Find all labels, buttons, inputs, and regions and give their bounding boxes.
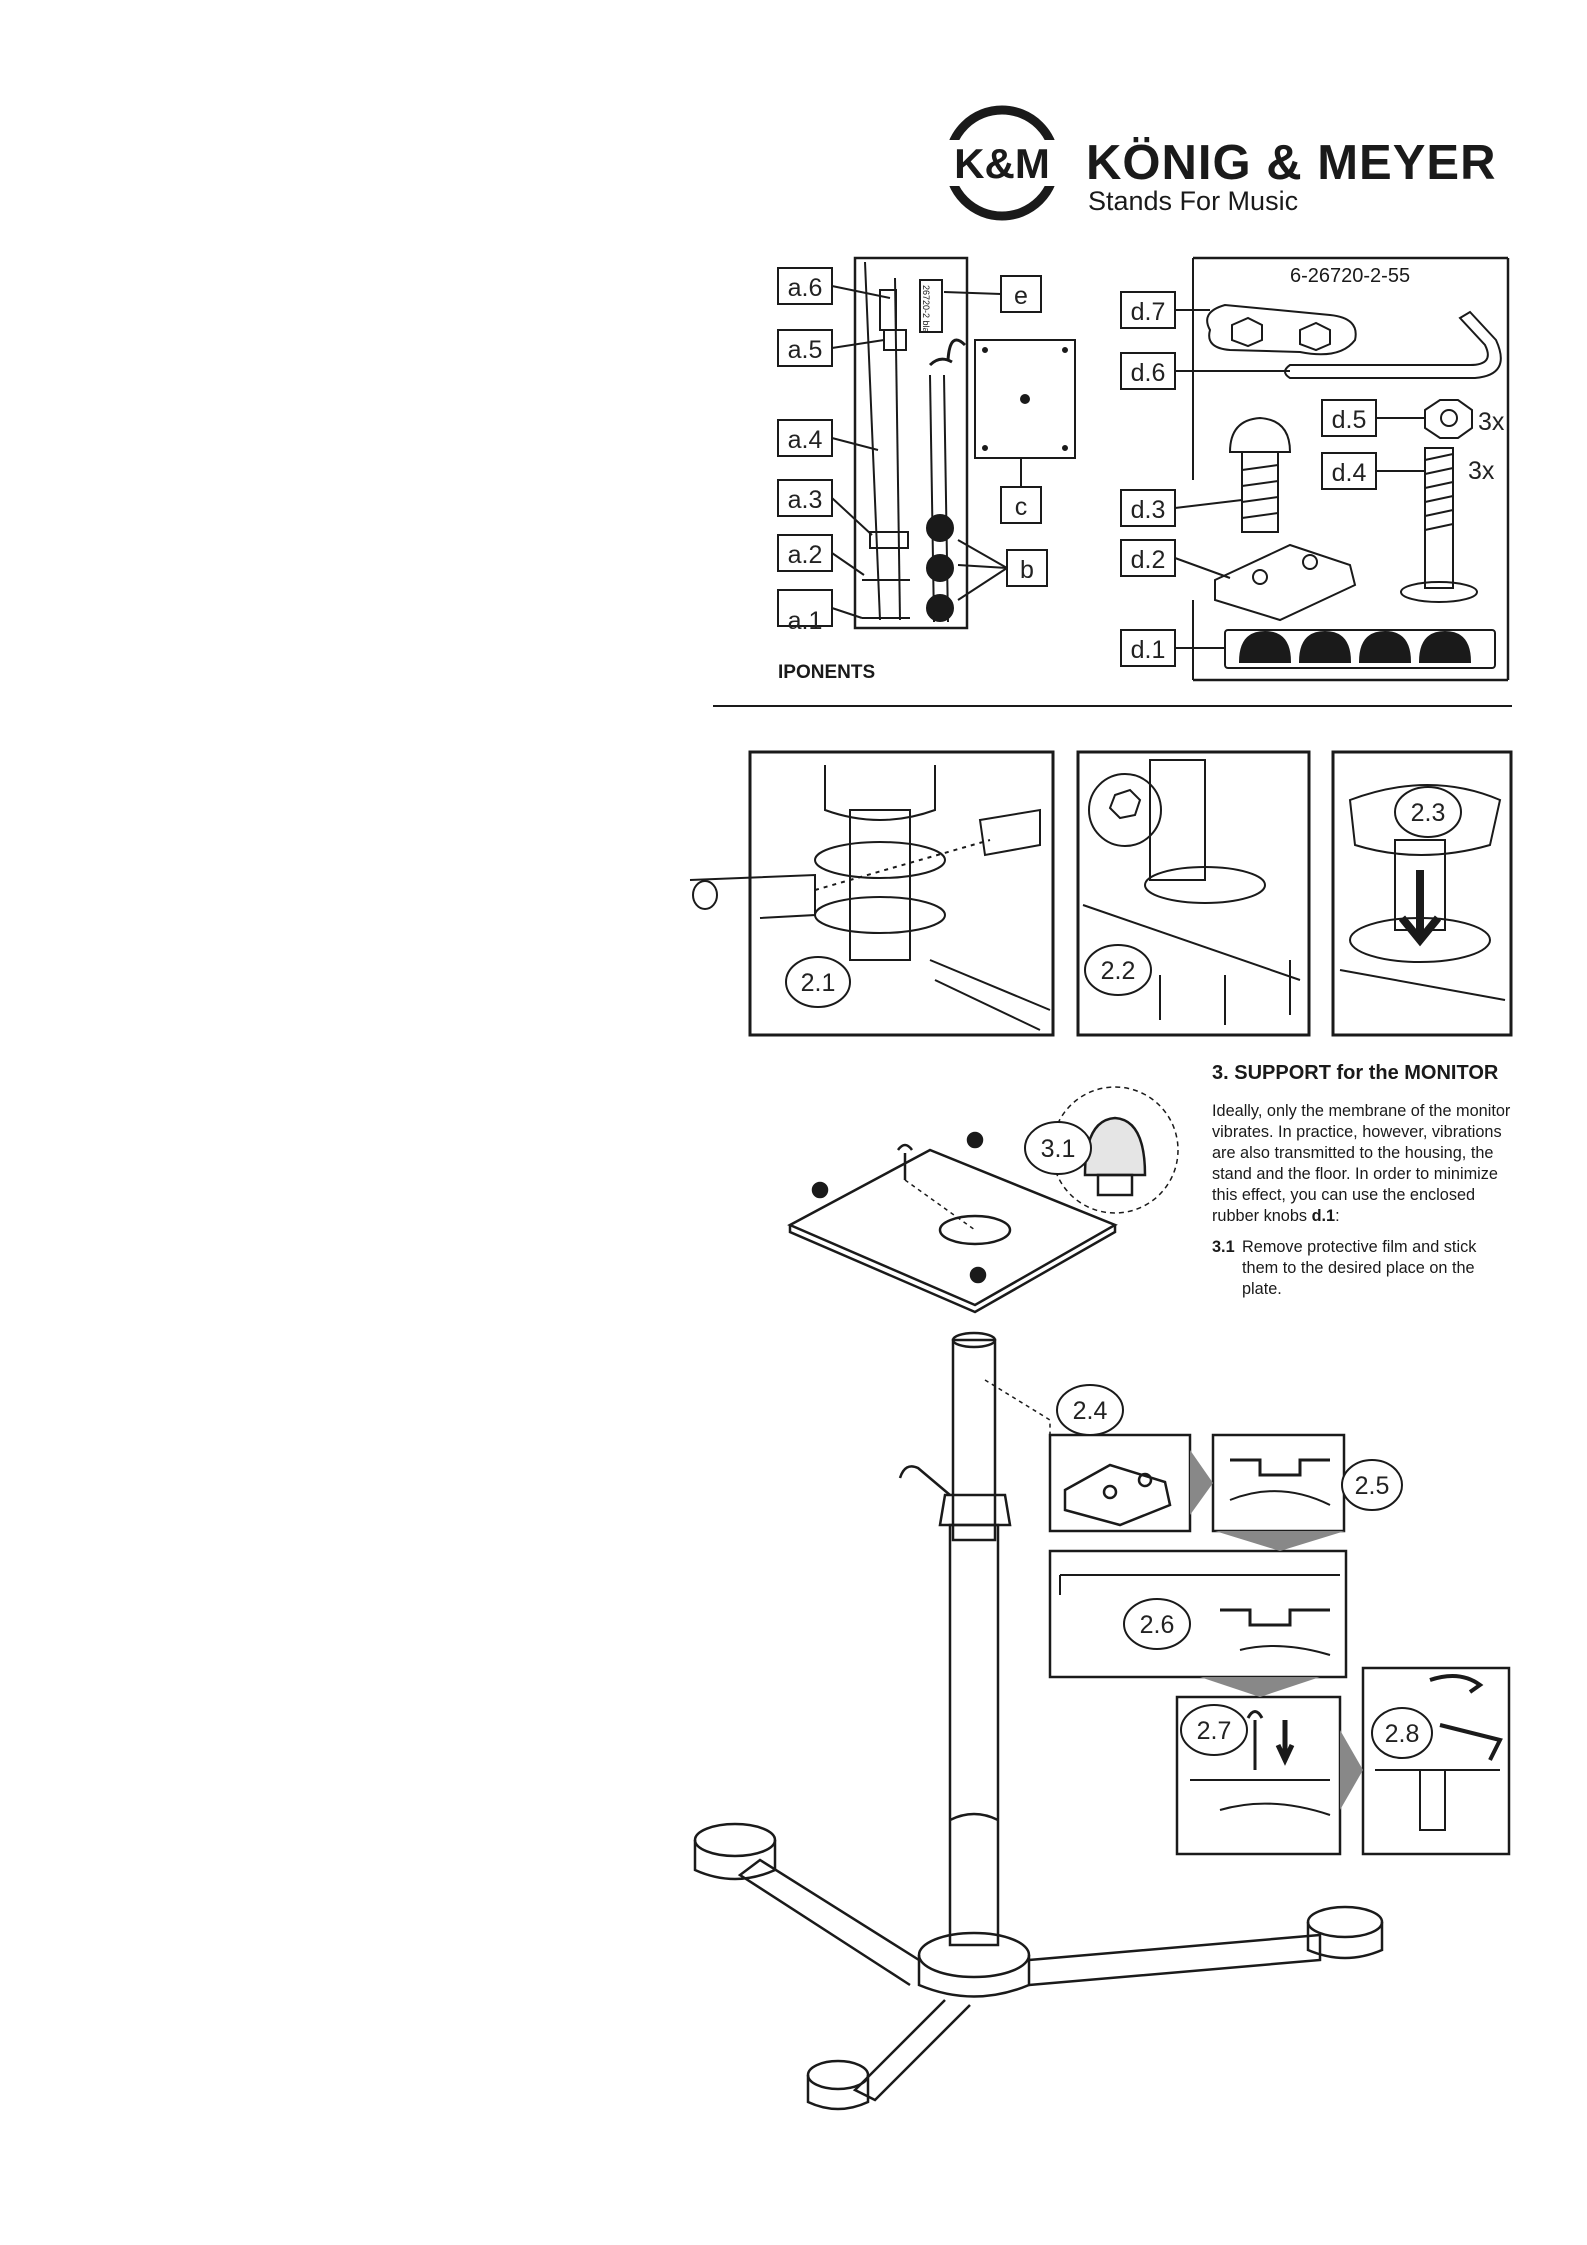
- part-number: 6-26720-2-55: [1290, 265, 1411, 287]
- label-d3: d.3: [1131, 496, 1166, 524]
- step-2-6-label: 2.6: [1140, 1611, 1175, 1639]
- label-d5: d.5: [1332, 406, 1367, 434]
- section-3-step-text: Remove protective film and stick them to…: [1242, 1238, 1477, 1298]
- step-2-4-label: 2.4: [1073, 1397, 1108, 1425]
- label-d6: d.6: [1131, 359, 1166, 387]
- step-2-8-label: 2.8: [1385, 1720, 1420, 1748]
- step-2-2-label: 2.2: [1101, 957, 1136, 985]
- step-2-3-label: 2.3: [1411, 799, 1446, 827]
- section-3-body-ref: d.1: [1311, 1207, 1336, 1225]
- label-e: e: [1014, 282, 1028, 310]
- label-d2: d.2: [1131, 546, 1166, 574]
- tube-sticker-text: 26720-2 bla: [921, 285, 931, 333]
- step-2-7-label: 2.7: [1197, 1717, 1232, 1745]
- label-a4: a.4: [788, 426, 823, 454]
- label-a2: a.2: [788, 541, 823, 569]
- step-2-5-label: 2.5: [1355, 1472, 1390, 1500]
- label-a1: a.1: [788, 607, 823, 635]
- components-diagram: [777, 256, 1510, 682]
- label-a6: a.6: [788, 274, 823, 302]
- section-3-support: 3. SUPPORT for the MONITOR Ideally, only…: [1212, 1062, 1512, 1300]
- step-3-1-label: 3.1: [1041, 1135, 1076, 1163]
- quantity-d4: 3x: [1468, 457, 1495, 485]
- km-logo: K&M: [934, 105, 1070, 221]
- step-badge-labels: 2.1 2.2 2.3 2.4 2.5 2.6 2.7 2.8 3.1: [801, 799, 1446, 1748]
- monitor-plate-diagram: [787, 1086, 1179, 1314]
- label-d7: d.7: [1131, 298, 1166, 326]
- section-3-body-end: :: [1335, 1207, 1340, 1225]
- section-3-title: 3. SUPPORT for the MONITOR: [1212, 1062, 1499, 1084]
- label-d1: d.1: [1131, 636, 1166, 664]
- quantity-d5: 3x: [1478, 408, 1505, 436]
- logo-mark-text: K&M: [954, 140, 1050, 187]
- section-3-step-number: 3.1: [1212, 1238, 1235, 1256]
- brand-tagline: Stands For Music: [1088, 186, 1299, 216]
- step-badges: [785, 786, 1462, 1759]
- label-b: b: [1020, 556, 1034, 584]
- component-labels: a.1 a.2 a.3 a.4 a.5 a.6 b c e d.1 d.2 d.…: [788, 274, 1505, 664]
- label-d4: d.4: [1332, 459, 1367, 487]
- step-panels-row: [689, 750, 1513, 1037]
- section-3-body-text: Ideally, only the membrane of the monito…: [1212, 1102, 1511, 1225]
- label-a5: a.5: [788, 336, 823, 364]
- label-a3: a.3: [788, 486, 823, 514]
- step-2-1-label: 2.1: [801, 969, 836, 997]
- section-3-step: 3.1 Remove protective film and stick the…: [1212, 1237, 1512, 1300]
- components-caption: IPONENTS: [778, 662, 876, 683]
- section-3-body: Ideally, only the membrane of the monito…: [1212, 1101, 1512, 1227]
- brand-name: KÖNIG & MEYER: [1086, 136, 1497, 190]
- label-c: c: [1015, 493, 1028, 521]
